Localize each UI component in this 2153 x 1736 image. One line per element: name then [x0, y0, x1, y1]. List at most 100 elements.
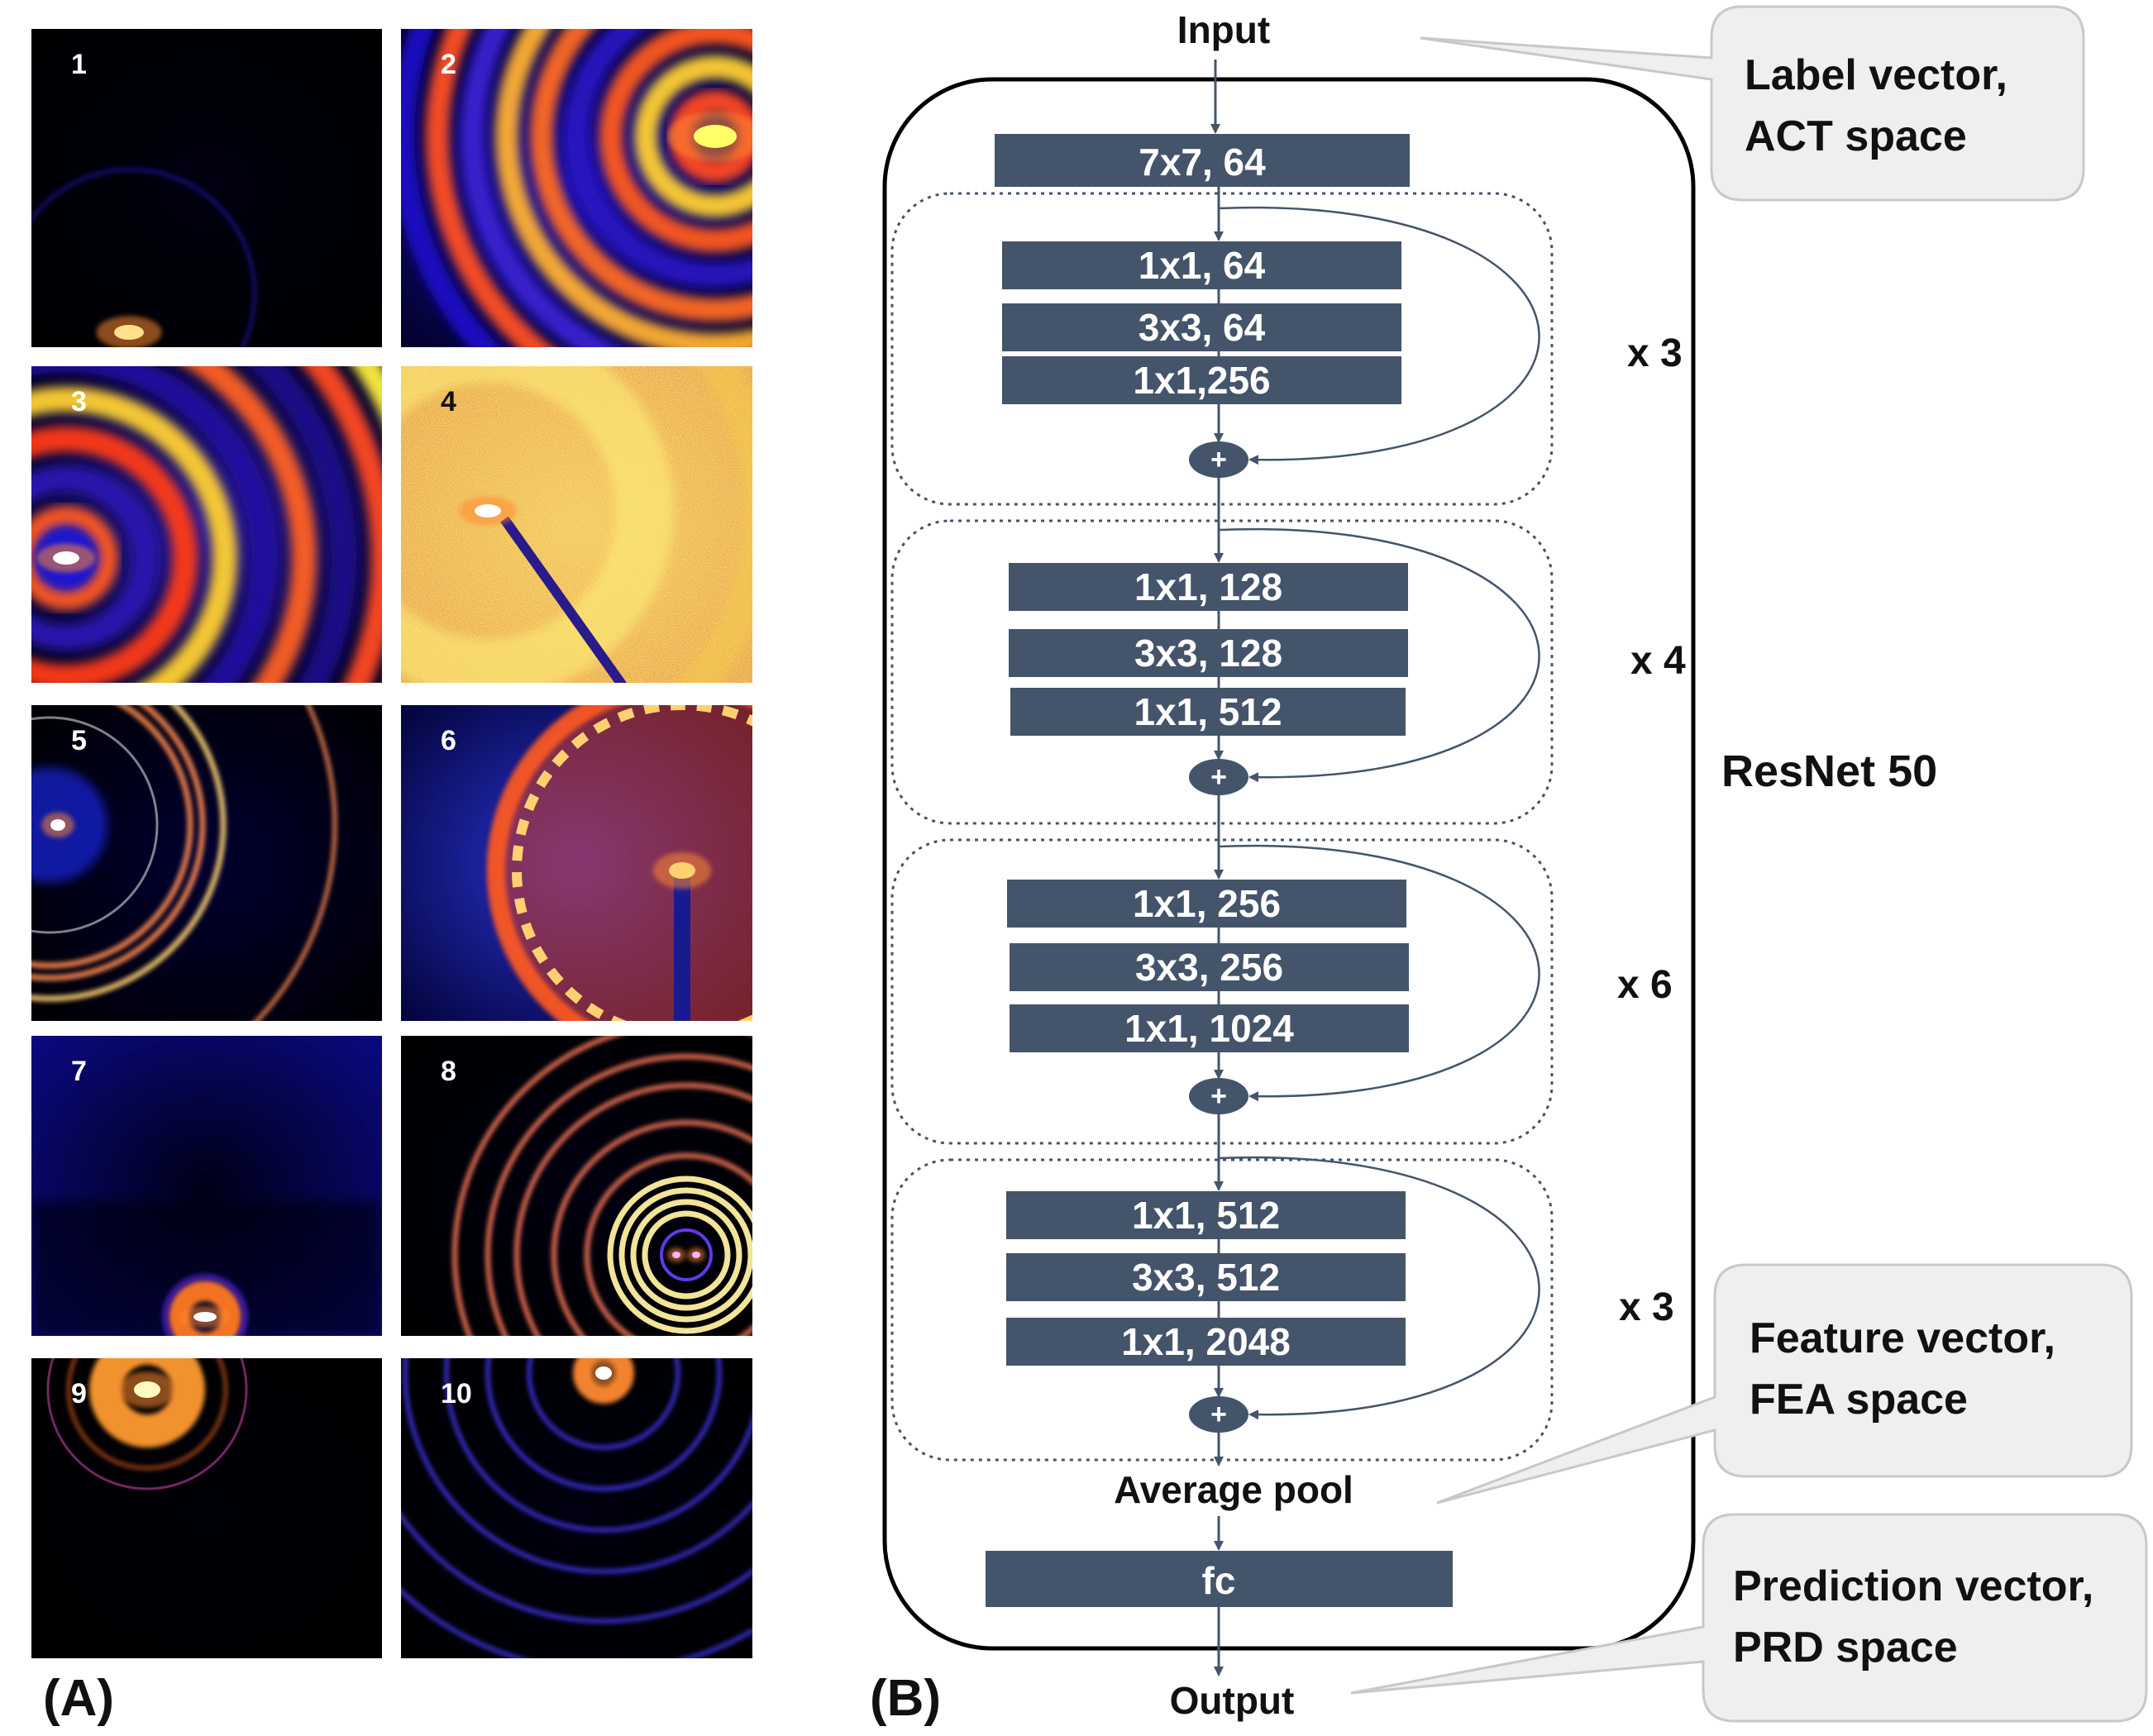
- diffraction-ring: [660, 1228, 713, 1281]
- beam-spot: [672, 1252, 680, 1258]
- conv-block: [1010, 943, 1409, 991]
- input-label: Input: [1177, 8, 1270, 51]
- diffraction-ring: [551, 1120, 752, 1336]
- callout-label-vector-shape: [1420, 5, 2085, 202]
- diffraction-ring: [485, 1054, 752, 1336]
- callout-prediction-vector-shape: [1350, 1513, 2148, 1723]
- tile-number-label: 6: [441, 725, 456, 756]
- sum-node: [1189, 759, 1248, 795]
- skip-connection: [1218, 527, 1540, 783]
- diffraction-ring: [162, 1274, 248, 1336]
- sum-symbol: +: [1210, 1399, 1227, 1430]
- diffraction-ring: [31, 705, 227, 1002]
- tile-background: [31, 1358, 382, 1658]
- tile-image-4: [401, 366, 752, 683]
- average-pool-label: Average pool: [1114, 1468, 1353, 1511]
- network-outline: [882, 77, 1696, 1651]
- sum-symbol: +: [1210, 444, 1227, 475]
- diffraction-ring: [184, 366, 317, 683]
- diffraction-ring: [31, 366, 277, 683]
- conv-block: [1002, 356, 1401, 404]
- conv-block: [1007, 880, 1406, 928]
- tile-image-7: [31, 1036, 382, 1336]
- diffraction-ring: [31, 716, 159, 934]
- beam-spot: [694, 125, 737, 148]
- diffraction-ring: [634, 55, 752, 217]
- beam-spot: [50, 819, 65, 831]
- conv-block: [1009, 563, 1408, 611]
- conv-block: [1010, 688, 1406, 736]
- panel-a-label: (A): [43, 1670, 114, 1727]
- callout-feature-vector: Feature vector, FEA space: [1436, 1263, 2133, 1505]
- conv-block: [1009, 629, 1408, 677]
- sum-node: [1189, 441, 1248, 478]
- diffraction-tile-5: 5: [31, 705, 382, 1021]
- beam-spot: [595, 1366, 612, 1380]
- callout-prediction-vector-line2: PRD space: [1733, 1624, 1958, 1672]
- conv-block-label: 3x3, 128: [1134, 632, 1282, 675]
- beam-stop-shadow: [674, 870, 690, 1021]
- diffraction-ring: [401, 366, 674, 683]
- diffraction-tile-9: 9: [31, 1358, 382, 1658]
- conv-block: [1006, 1191, 1406, 1239]
- tile-background: [31, 29, 382, 347]
- output-label: Output: [1170, 1679, 1295, 1722]
- diffraction-ring: [514, 1083, 752, 1336]
- sum-symbol: +: [1210, 761, 1227, 793]
- diffraction-ring: [31, 506, 118, 610]
- tile-number-label: 4: [441, 386, 456, 417]
- diffraction-ring: [31, 466, 158, 650]
- beam-stop-shadow: [500, 516, 628, 683]
- tile-number-label: 3: [71, 386, 87, 417]
- diffraction-ring: [599, 29, 752, 252]
- stage-repeat-label: x 4: [1630, 639, 1686, 683]
- sum-node: [1189, 1078, 1248, 1114]
- stem-block-label: 7x7, 64: [1139, 141, 1266, 184]
- diffraction-tile-10: 10: [401, 1358, 752, 1658]
- beam-spot: [669, 862, 695, 879]
- diffraction-ring: [565, 29, 752, 287]
- diffraction-tile-3: 3: [31, 366, 382, 683]
- diffraction-ring: [67, 1358, 227, 1470]
- stage-dotted-frame: [890, 838, 1554, 1145]
- diffraction-ring: [403, 1358, 752, 1574]
- callout-prediction-vector: Prediction vector, PRD space: [1350, 1513, 2148, 1723]
- tile-number-label: 8: [441, 1056, 456, 1087]
- skip-connection: [1218, 206, 1540, 465]
- diffraction-ring: [31, 705, 206, 981]
- tile-number-label: 5: [71, 725, 87, 756]
- conv-block-label: 1x1,256: [1133, 359, 1270, 402]
- stage-repeat-label: x 6: [1617, 963, 1673, 1007]
- beam-spot: [114, 325, 144, 340]
- diffraction-ring: [527, 1358, 680, 1450]
- tile-image-5: [31, 705, 382, 1021]
- diffraction-ring: [426, 29, 553, 347]
- tile-image-9: [31, 1358, 382, 1658]
- beam-spot: [193, 1312, 217, 1322]
- conv-block: [1006, 1253, 1406, 1301]
- diffraction-tile-8: 8: [401, 1036, 752, 1336]
- diffraction-ring: [444, 1358, 752, 1533]
- diffraction-ring: [461, 29, 620, 347]
- tile-number-label: 1: [71, 49, 87, 80]
- conv-block-label: 3x3, 512: [1132, 1256, 1280, 1299]
- tile-number-label: 10: [441, 1378, 472, 1409]
- stage-repeat-label: x 3: [1627, 331, 1683, 375]
- diffraction-ring: [46, 1358, 248, 1490]
- diffraction-ring: [573, 1358, 634, 1404]
- diffraction-tile-4: 4: [401, 366, 752, 683]
- diffraction-ring: [168, 1280, 242, 1336]
- beam-spot: [475, 504, 501, 517]
- tile-number-label: 2: [441, 49, 456, 80]
- tile-image-6: [401, 705, 752, 1021]
- diffraction-ring: [495, 29, 752, 347]
- sum-symbol: +: [1210, 1080, 1227, 1112]
- skip-connection: [1218, 844, 1540, 1102]
